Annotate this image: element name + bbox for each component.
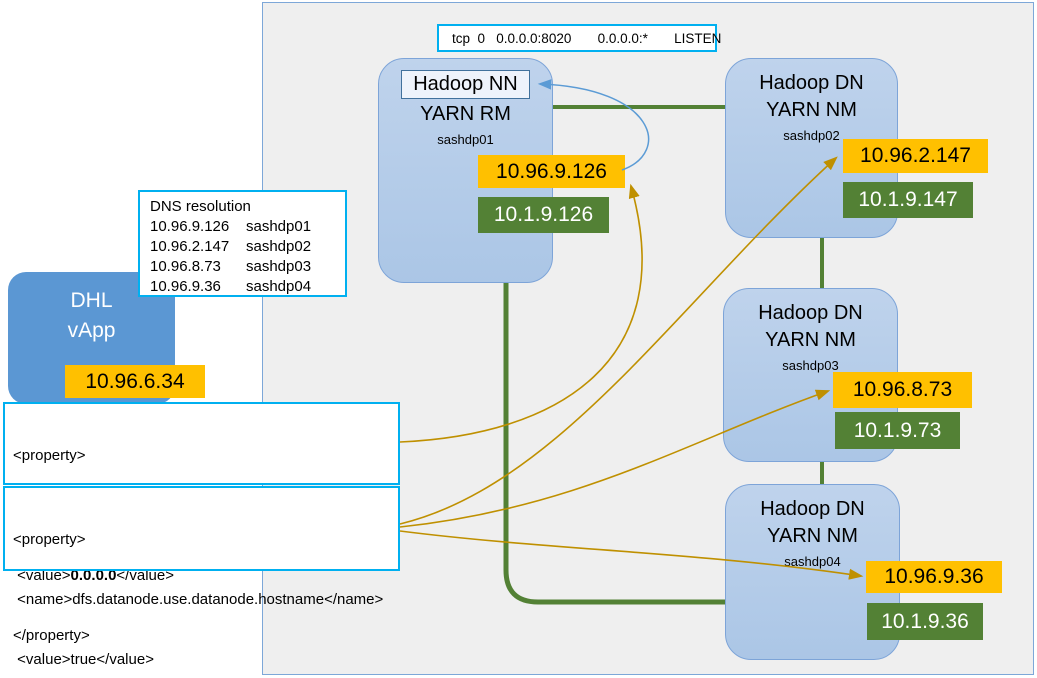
vapp-title-line1: DHL (70, 289, 113, 312)
hadoop-dn-label: Hadoop DN (758, 302, 863, 324)
hostname-sashdp03: sashdp03 (782, 358, 839, 373)
hostname-sashdp01: sashdp01 (437, 132, 494, 147)
hostname-sashdp02: sashdp02 (783, 128, 840, 143)
internal-ip-sashdp03: 10.1.9.73 (835, 412, 960, 449)
vapp-title-line2: vApp (67, 319, 116, 342)
hadoop-nn-label: Hadoop NN (401, 70, 530, 99)
hadoop-dn-label: Hadoop DN (760, 498, 865, 520)
internal-ip-sashdp02: 10.1.9.147 (843, 182, 973, 218)
yarn-rm-label: YARN RM (420, 103, 511, 125)
external-ip-sashdp03: 10.96.8.73 (833, 372, 972, 408)
property-rpc-bind-host: <property> <name>dfs.namenode.rpc-bind-h… (3, 402, 400, 644)
external-ip-sashdp01: 10.96.9.126 (478, 155, 625, 188)
dns-title: DNS resolution (150, 198, 251, 215)
external-ip-sashdp04: 10.96.9.36 (866, 561, 1002, 593)
netstat-listen-box: tcp 0 0.0.0.0:8020 0.0.0.0:* LISTEN (437, 24, 721, 52)
yarn-nm-label: YARN NM (766, 99, 857, 121)
property-use-datanode-hostname: <property> <name>dfs.datanode.use.datano… (3, 486, 400, 668)
yarn-nm-label: YARN NM (765, 329, 856, 351)
property-value: true (70, 651, 97, 668)
hadoop-dn-label: Hadoop DN (759, 72, 864, 94)
property-value: 0.0.0.0 (70, 567, 117, 584)
internal-ip-sashdp04: 10.1.9.36 (867, 603, 983, 640)
internal-ip-sashdp01: 10.1.9.126 (478, 197, 609, 233)
external-ip-sashdp02: 10.96.2.147 (843, 139, 988, 173)
external-ip-vapp: 10.96.6.34 (65, 365, 205, 398)
yarn-nm-label: YARN NM (767, 525, 858, 547)
hostname-sashdp04: sashdp04 (784, 554, 841, 569)
